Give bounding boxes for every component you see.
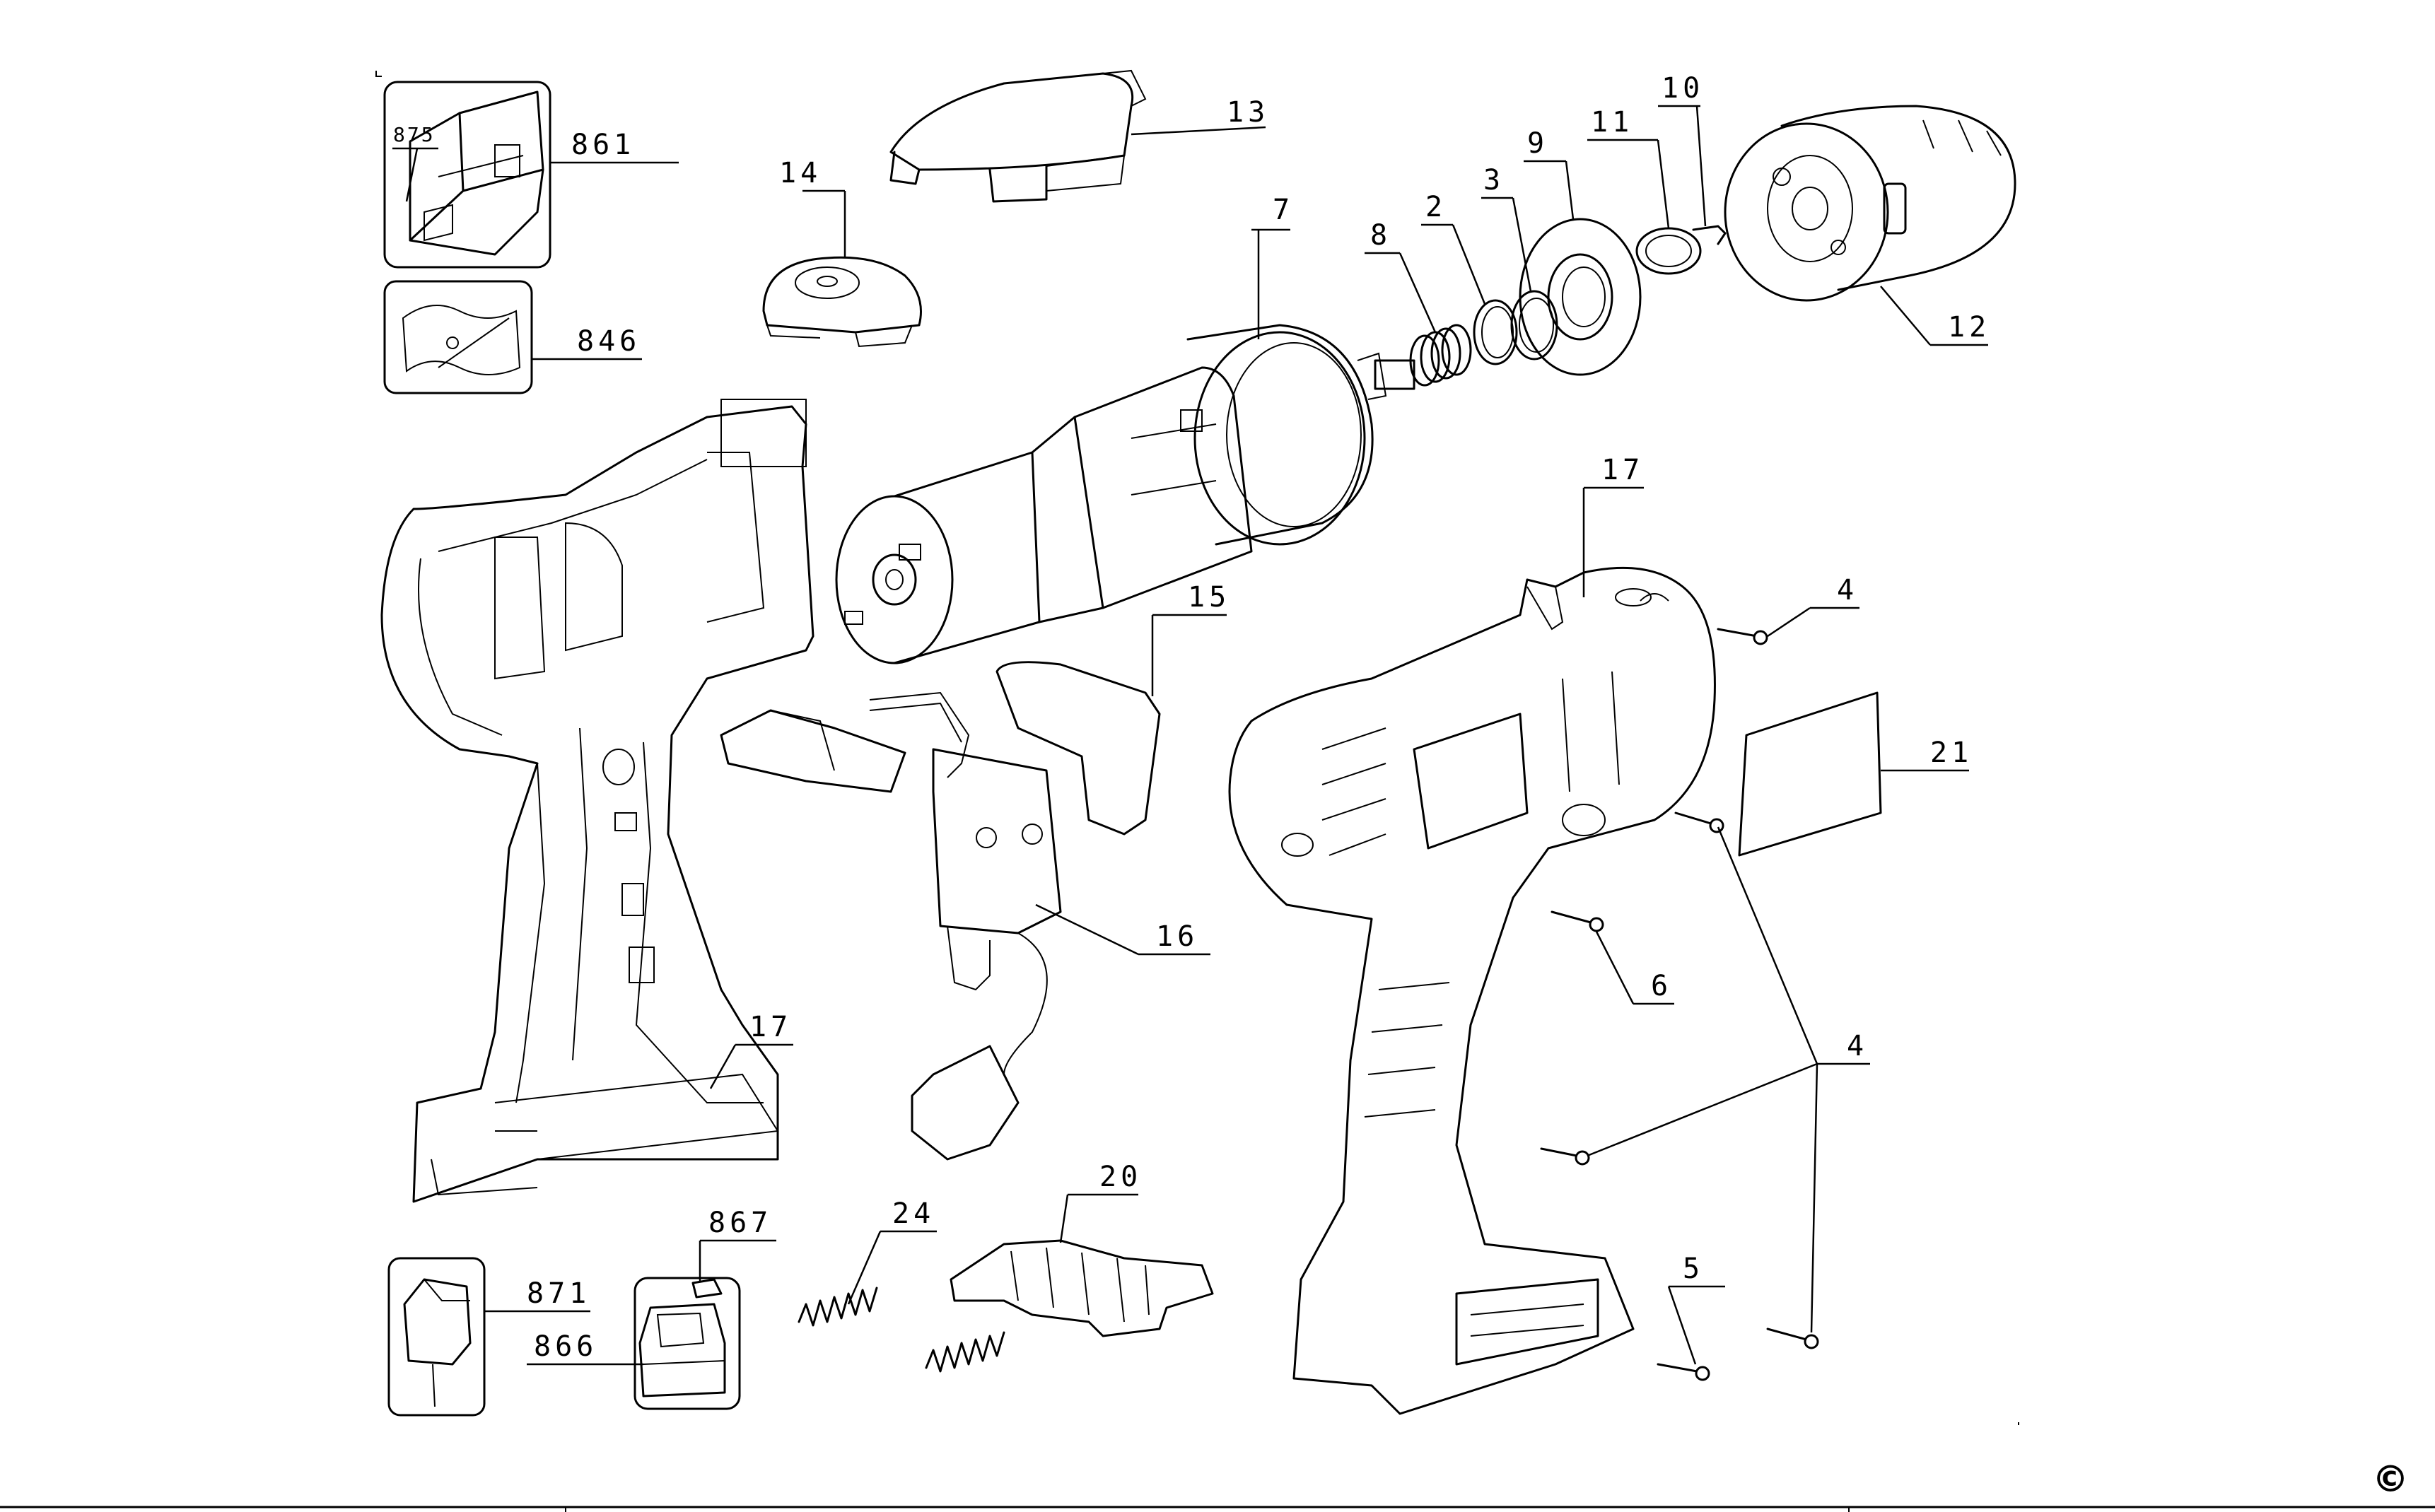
label-875: 875 <box>393 123 436 146</box>
part-20-battery-latch <box>950 1239 1214 1337</box>
leader-17-bottom-tip <box>709 1044 737 1089</box>
label-15: 15 <box>1188 581 1230 614</box>
label-11: 11 <box>1591 106 1633 139</box>
leader-16-tip <box>1035 903 1139 956</box>
label-17-top: 17 <box>1601 454 1644 486</box>
label-871: 871 <box>527 1277 590 1310</box>
label-846: 846 <box>577 325 641 358</box>
part-14-cap <box>762 256 922 348</box>
part-5-screw <box>1657 1363 1710 1381</box>
part-21-label-plate <box>1738 691 1882 857</box>
label-21: 21 <box>1930 737 1973 769</box>
part-11-ring <box>1635 227 1702 275</box>
part-17-right-housing <box>1228 566 1716 1415</box>
leader-12-tip <box>1880 286 1931 346</box>
leader-10-tip <box>1695 105 1707 227</box>
part-7-motor-gearbox <box>835 324 1415 664</box>
part-4-screw-bottom <box>1766 1328 1819 1349</box>
label-4-top: 4 <box>1837 574 1858 606</box>
leader-4-top-tip <box>1767 606 1811 638</box>
corner-mark <box>375 71 382 77</box>
label-20: 20 <box>1099 1161 1142 1193</box>
label-7: 7 <box>1273 194 1294 226</box>
label-8: 8 <box>1370 219 1391 252</box>
part-4-screw-lower-mid <box>1540 1147 1590 1166</box>
leader-9-tip <box>1565 160 1575 220</box>
part-861-carry-case <box>383 81 551 269</box>
part-867-battery-terminal <box>691 1278 723 1299</box>
leader-4-mid-c <box>1810 1063 1818 1333</box>
leader-875-tip <box>405 148 419 202</box>
leader-4-mid-a <box>1717 826 1818 1065</box>
leader-8-tip <box>1398 252 1437 333</box>
label-4-mid: 4 <box>1847 1030 1868 1062</box>
leader-3-tip <box>1512 197 1532 292</box>
part-4-screw-top <box>1717 628 1768 645</box>
part-9-clutch-plate <box>1519 218 1642 376</box>
label-24: 24 <box>892 1197 935 1230</box>
part-846-manual <box>383 280 533 394</box>
part-12-collar <box>1724 105 2016 302</box>
label-10: 10 <box>1662 72 1704 105</box>
part-4-screw-upper-mid <box>1674 811 1724 833</box>
part-10-clip <box>1692 225 1727 245</box>
label-12: 12 <box>1948 311 1990 344</box>
copyright-mark: © <box>2372 1458 2409 1501</box>
label-16: 16 <box>1156 920 1198 953</box>
label-867: 867 <box>708 1207 772 1239</box>
part-866-battery <box>633 1277 741 1410</box>
part-24-spring-a <box>798 1287 878 1327</box>
label-14: 14 <box>779 157 822 189</box>
part-3-ring <box>1510 290 1558 361</box>
part-16-switch <box>720 691 1062 1161</box>
part-24-spring-b <box>925 1331 1005 1373</box>
leader-2-tip <box>1452 224 1486 305</box>
part-871-charger <box>387 1257 486 1417</box>
label-13: 13 <box>1227 96 1269 129</box>
label-9: 9 <box>1527 127 1548 160</box>
part-15-trigger <box>995 661 1161 836</box>
leader-20-tip <box>1059 1194 1069 1243</box>
label-2: 2 <box>1425 191 1447 223</box>
leader-5-tip <box>1667 1286 1697 1365</box>
label-866: 866 <box>534 1330 597 1363</box>
leader-13 <box>1131 126 1266 136</box>
part-13-top-cover <box>889 69 1147 203</box>
part-2-ring <box>1473 299 1518 365</box>
part-8-spring <box>1409 324 1472 387</box>
label-3: 3 <box>1483 164 1505 197</box>
label-5: 5 <box>1683 1253 1704 1285</box>
leader-11-tip <box>1657 139 1670 229</box>
part-6-screw <box>1551 910 1604 932</box>
part-17-left-housing <box>380 399 814 1203</box>
label-861: 861 <box>571 129 635 161</box>
label-17-bottom: 17 <box>749 1011 792 1043</box>
label-6: 6 <box>1651 970 1672 1002</box>
leader-6-tip <box>1595 931 1635 1004</box>
leader-24-tip <box>847 1231 882 1305</box>
leader-4-mid-b <box>1587 1062 1818 1157</box>
